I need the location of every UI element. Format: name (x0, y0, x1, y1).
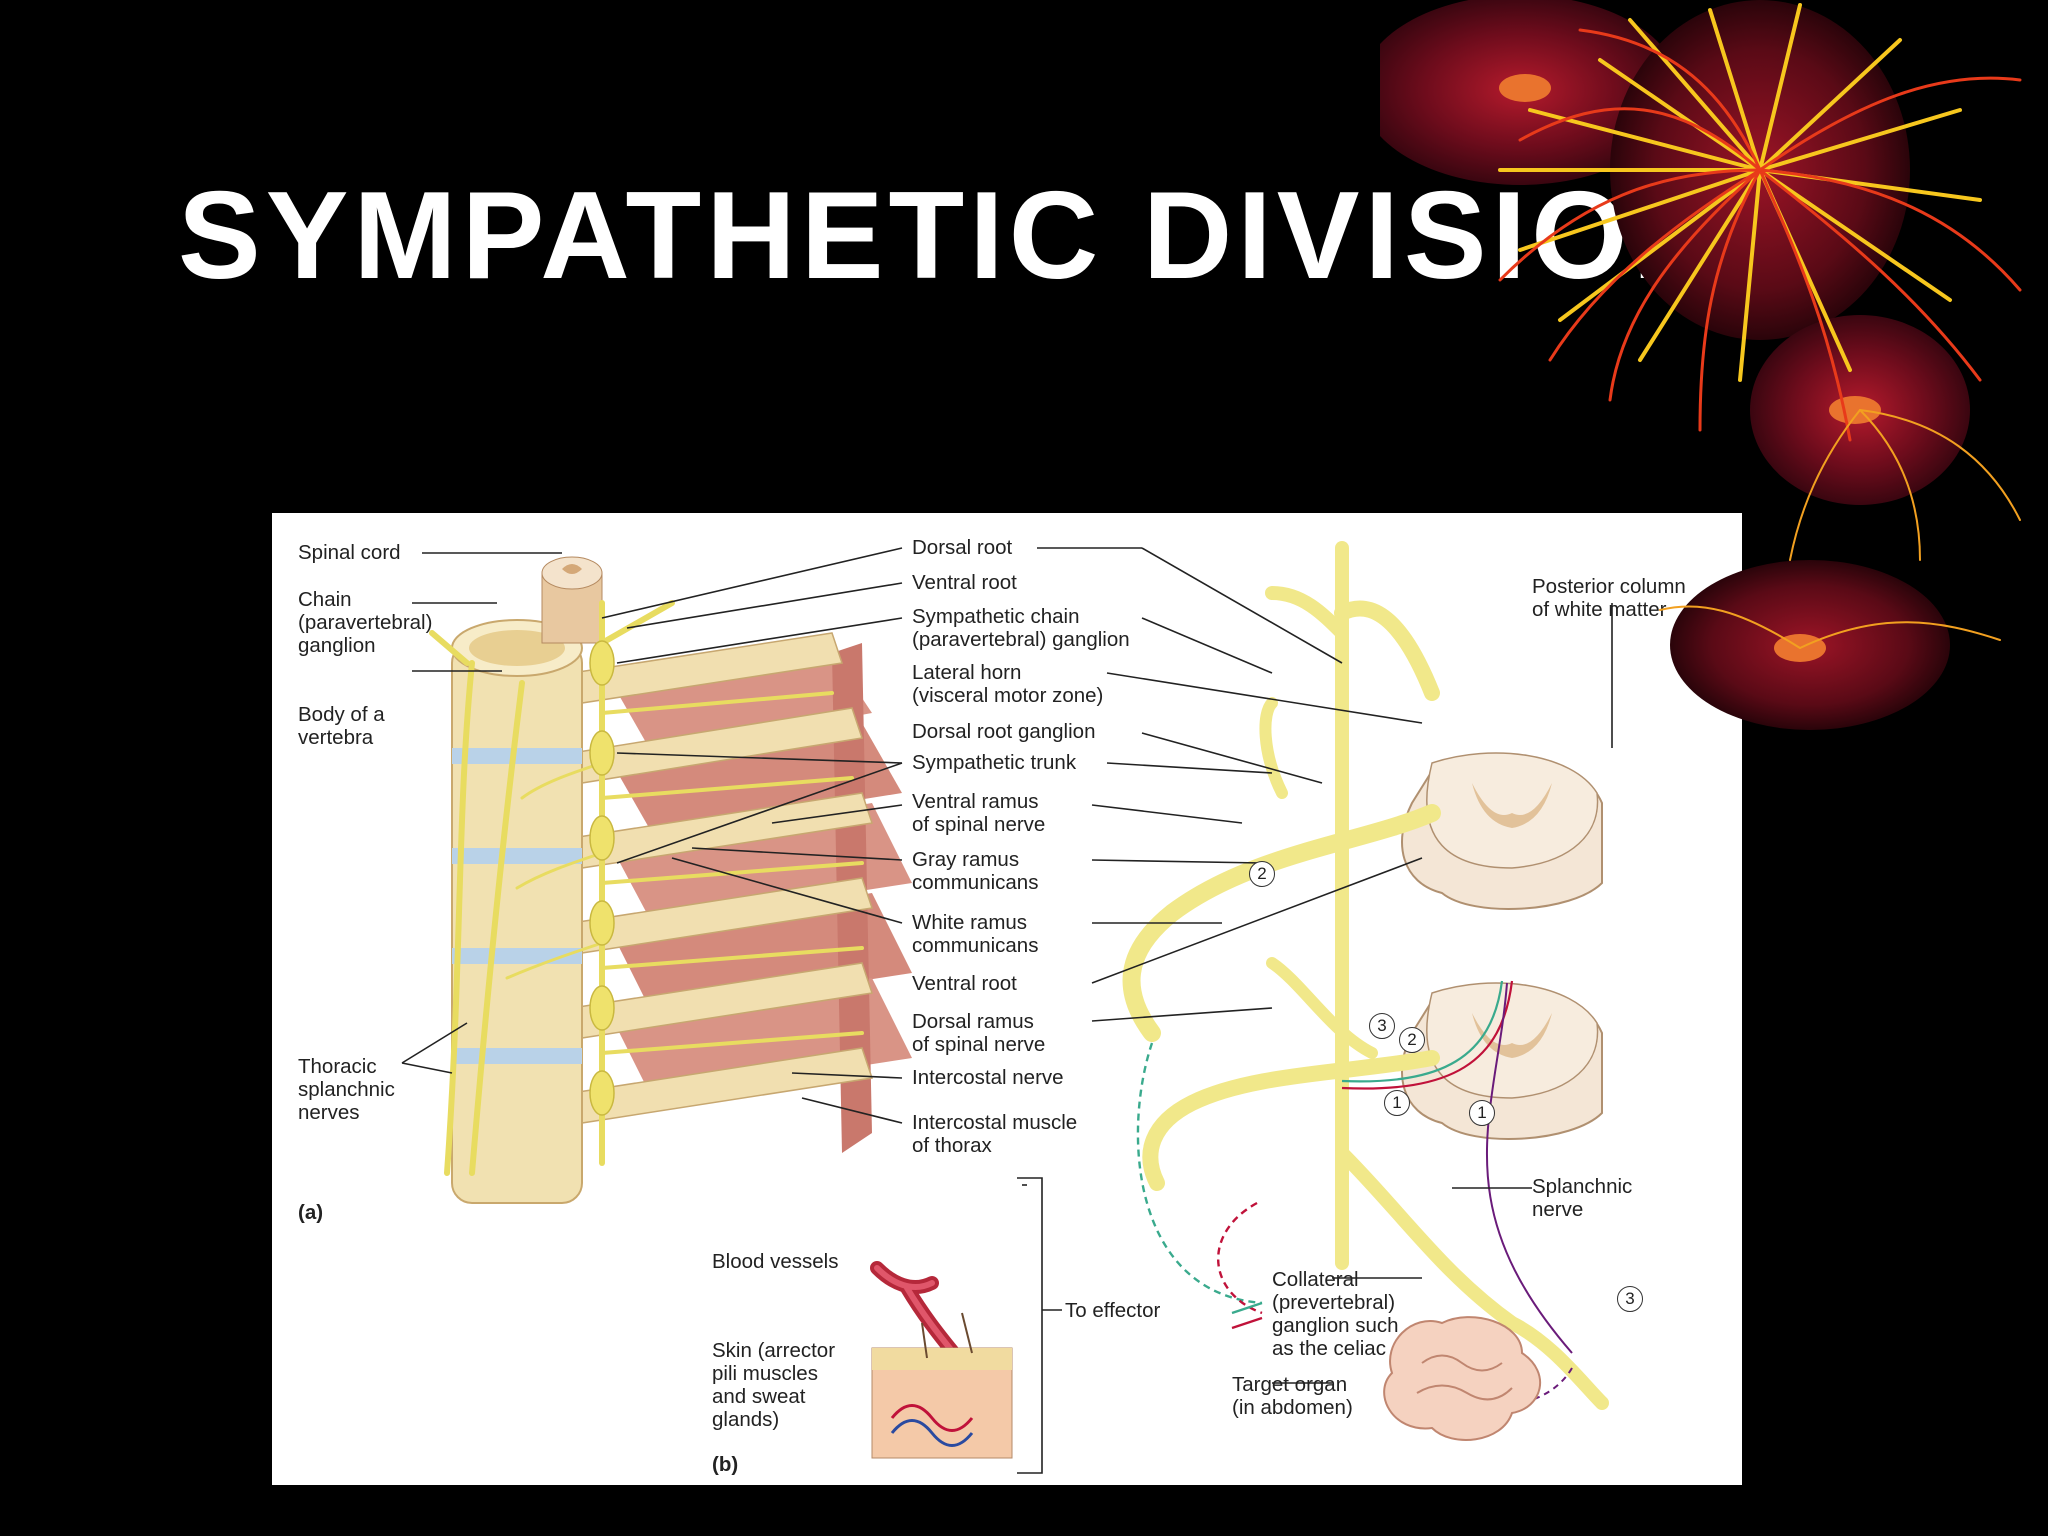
label-sympathetic-trunk: Sympathetic trunk (912, 751, 1077, 774)
label-to-effector: To effector (1065, 1299, 1161, 1322)
skin-section (871, 1312, 1013, 1459)
flower-center-3 (1774, 634, 1826, 662)
label-target-organ: Target organ(in abdomen) (1232, 1373, 1353, 1419)
sympathetic-trunk-a (429, 600, 864, 1176)
label-chain-ganglion: Chain(paravertebral)ganglion (298, 588, 433, 657)
flower-bloom-3 (1750, 315, 1970, 505)
label-spinal-cord: Spinal cord (298, 541, 401, 564)
marker-3-upper: 3 (1369, 1013, 1395, 1039)
chain-ganglia-a (589, 640, 615, 1116)
marker-1-left: 1 (1384, 1090, 1410, 1116)
marker-3-lower: 3 (1617, 1286, 1643, 1312)
marker-1-right: 1 (1469, 1100, 1495, 1126)
spinal-cord-sections (1401, 752, 1603, 1141)
label-lateral-horn: Lateral horn(visceral motor zone) (912, 661, 1104, 707)
label-dorsal-root: Dorsal root (912, 536, 1013, 559)
marker-2-lower: 2 (1399, 1027, 1425, 1053)
sympathetic-anatomy-figure: Spinal cord Chain(paravertebral)ganglion… (272, 513, 1742, 1485)
label-ventral-root-mid: Ventral root (912, 972, 1017, 995)
panel-label-a: (a) (298, 1201, 324, 1224)
label-ventral-root-top: Ventral root (912, 571, 1017, 594)
figure-artwork (401, 541, 1613, 1474)
leader-lines-a (401, 547, 903, 1124)
flower-bloom-1 (1380, 0, 1680, 185)
flower-center-1 (1499, 74, 1551, 102)
marker-2-upper: 2 (1249, 861, 1275, 887)
label-sympathetic-chain-ganglion: Sympathetic chain(paravertebral) ganglio… (912, 605, 1130, 651)
target-organ-intestine (1383, 1316, 1541, 1441)
panel-label-b: (b) (712, 1453, 739, 1476)
label-dorsal-root-ganglion: Dorsal root ganglion (912, 720, 1096, 743)
pathway-lines (1136, 980, 1573, 1408)
flower-center-2 (1829, 396, 1881, 424)
nerves-right (1122, 541, 1609, 1410)
slide-title: SYMPATHETIC DIVISION (178, 167, 1728, 305)
leader-lines-right (1017, 547, 1613, 1474)
spinal-cord-segment (541, 556, 603, 644)
label-intercostal-nerve: Intercostal nerve (912, 1066, 1064, 1089)
label-blood-vessels: Blood vessels (712, 1250, 839, 1273)
